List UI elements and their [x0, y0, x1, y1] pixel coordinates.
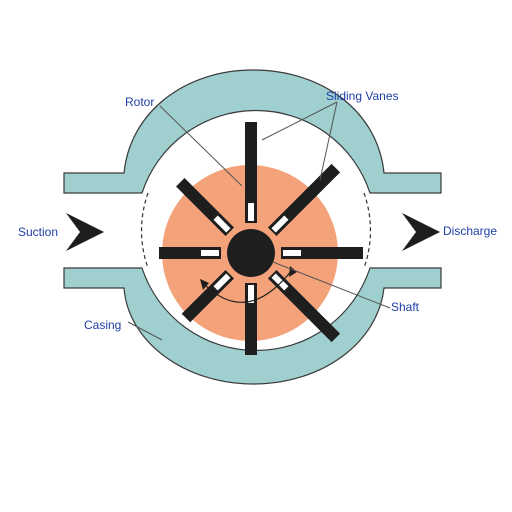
casing-leader-line — [127, 321, 163, 341]
rotor-label: Rotor — [125, 95, 155, 109]
casing-upper — [63, 69, 442, 194]
bore-left-dashed — [141, 192, 149, 269]
sliding-vane — [267, 269, 341, 343]
bore-right-dashed — [363, 192, 371, 269]
casing-label: Casing — [84, 318, 122, 332]
sliding-vanes-leader-line-2 — [319, 101, 338, 181]
sliding-vanes-label: Sliding Vanes — [326, 89, 399, 103]
rotation-arrow-head-left — [200, 279, 209, 290]
sliding-vane — [245, 283, 257, 355]
sliding-vane — [181, 269, 235, 323]
vanes-group — [159, 122, 363, 355]
discharge-arrow-icon — [402, 213, 440, 251]
shaft — [227, 229, 275, 277]
sliding-vane — [245, 122, 257, 223]
shaft-label: Shaft — [391, 300, 420, 314]
rotor-leader-line — [159, 105, 243, 187]
suction-arrow-icon — [66, 213, 104, 251]
suction-label: Suction — [18, 225, 59, 239]
sliding-vane — [159, 247, 221, 259]
shaft-leader-line — [272, 261, 391, 309]
casing-lower — [63, 267, 442, 385]
sliding-vane — [267, 163, 341, 237]
sliding-vane — [281, 247, 363, 259]
discharge-label: Discharge — [443, 224, 498, 238]
sliding-vanes-leader-line-1 — [261, 101, 338, 141]
sliding-vane — [176, 178, 235, 237]
rotation-arrow — [204, 269, 293, 303]
